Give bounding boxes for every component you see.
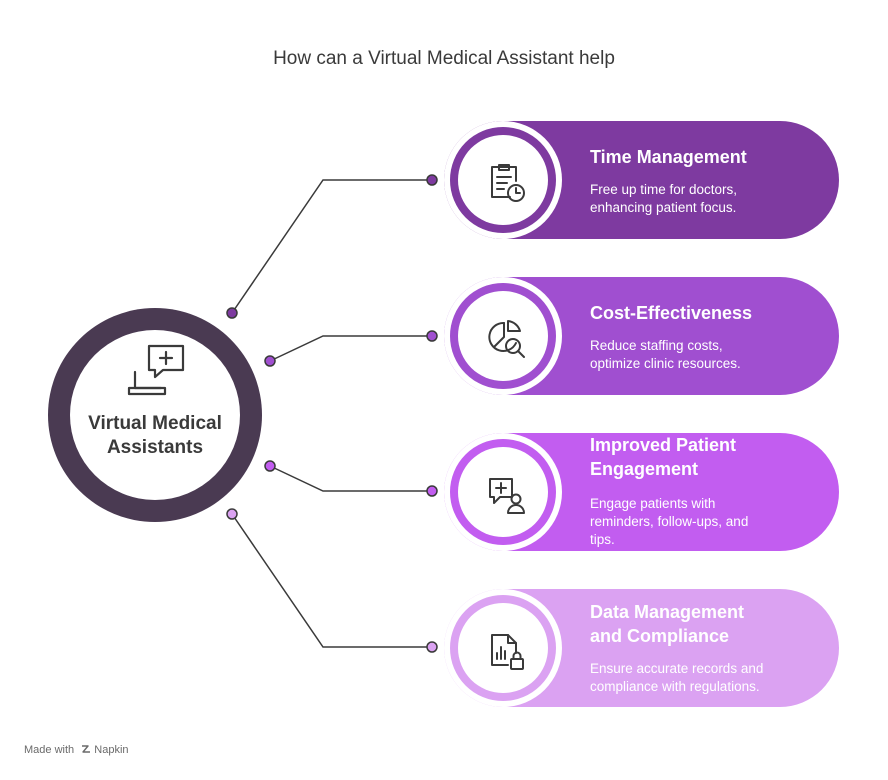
card-desc-line-3: tips. bbox=[590, 532, 615, 547]
card-desc-line-1: Engage patients with bbox=[590, 496, 716, 511]
made-with-footer[interactable]: Made with Napkin bbox=[24, 744, 129, 756]
card-heading-line-2: and Compliance bbox=[590, 626, 730, 646]
hub-label-line-2: Assistants bbox=[106, 437, 204, 458]
connector-dot-hub-1 bbox=[226, 307, 238, 319]
card-description: Reduce staffing costs, optimize clinic r… bbox=[590, 337, 790, 373]
connector-data-management bbox=[231, 513, 432, 648]
card-description: Free up time for doctors, enhancing pati… bbox=[590, 181, 790, 217]
card-time-management: Time Management Free up time for doctors… bbox=[444, 121, 839, 239]
card-heading-line-1: Cost-Effectiveness bbox=[590, 303, 753, 323]
card-desc-line-2: reminders, follow-ups, and bbox=[590, 514, 749, 529]
card-desc-line-1: Reduce staffing costs, bbox=[590, 338, 723, 353]
card-icon-ring bbox=[444, 277, 562, 395]
card-heading-line-1: Time Management bbox=[590, 147, 747, 167]
card-icon-ring bbox=[444, 589, 562, 707]
telehealth-laptop-icon bbox=[127, 344, 185, 396]
connector-dot-hub-2 bbox=[264, 355, 276, 367]
medical-chat-user-icon bbox=[489, 478, 525, 514]
card-heading-line-1: Improved Patient bbox=[590, 435, 737, 455]
card-heading: Data Management and Compliance bbox=[590, 600, 830, 648]
card-desc-line-2: optimize clinic resources. bbox=[590, 356, 741, 371]
hub-inner bbox=[70, 330, 240, 500]
hub-circle: Virtual Medical Assistants bbox=[48, 308, 262, 522]
hub-label: Virtual Medical Assistants bbox=[48, 412, 262, 460]
card-heading: Cost-Effectiveness bbox=[590, 301, 830, 325]
napkin-logo-icon bbox=[81, 744, 91, 756]
connector-dot-hub-4 bbox=[226, 508, 238, 520]
card-icon-ring bbox=[444, 121, 562, 239]
card-icon-bg bbox=[458, 291, 548, 381]
connector-patient-engagement bbox=[269, 465, 432, 492]
card-heading-line-2: Engagement bbox=[590, 459, 699, 479]
document-chart-lock-icon bbox=[491, 634, 524, 670]
card-heading: Time Management bbox=[590, 145, 830, 169]
card-icon-ring bbox=[444, 433, 562, 551]
card-patient-engagement: Improved Patient Engagement Engage patie… bbox=[444, 433, 839, 551]
hub-label-line-1: Virtual Medical bbox=[88, 413, 222, 434]
pie-chart-magnifier-icon bbox=[488, 320, 525, 358]
connector-dot-hub-3 bbox=[264, 460, 276, 472]
card-icon-bg bbox=[458, 603, 548, 693]
connector-dot-card-2 bbox=[426, 330, 438, 342]
card-heading-line-1: Data Management bbox=[590, 602, 745, 622]
card-description: Engage patients with reminders, follow-u… bbox=[590, 495, 790, 549]
card-desc-line-2: enhancing patient focus. bbox=[590, 200, 737, 215]
diagram-title: How can a Virtual Medical Assistant help bbox=[273, 48, 615, 69]
card-icon-bg bbox=[458, 447, 548, 537]
card-cost-effectiveness: Cost-Effectiveness Reduce staffing costs… bbox=[444, 277, 839, 395]
napkin-brand-label: Napkin bbox=[94, 744, 129, 756]
card-desc-line-1: Free up time for doctors, bbox=[590, 182, 738, 197]
connector-dot-card-3 bbox=[426, 485, 438, 497]
connector-time-management bbox=[231, 179, 432, 314]
made-with-label: Made with bbox=[24, 744, 75, 756]
connector-dot-card-1 bbox=[426, 174, 438, 186]
card-data-management: Data Management and Compliance Ensure ac… bbox=[444, 589, 839, 707]
card-heading: Improved Patient Engagement bbox=[590, 433, 830, 481]
connector-dot-card-4 bbox=[426, 641, 438, 653]
card-description: Ensure accurate records and compliance w… bbox=[590, 660, 790, 696]
connector-cost-effectiveness bbox=[269, 335, 432, 362]
clipboard-clock-icon bbox=[491, 164, 525, 202]
card-desc-line-1: Ensure accurate records and bbox=[590, 661, 764, 676]
card-desc-line-2: compliance with regulations. bbox=[590, 679, 760, 694]
card-icon-bg bbox=[458, 135, 548, 225]
